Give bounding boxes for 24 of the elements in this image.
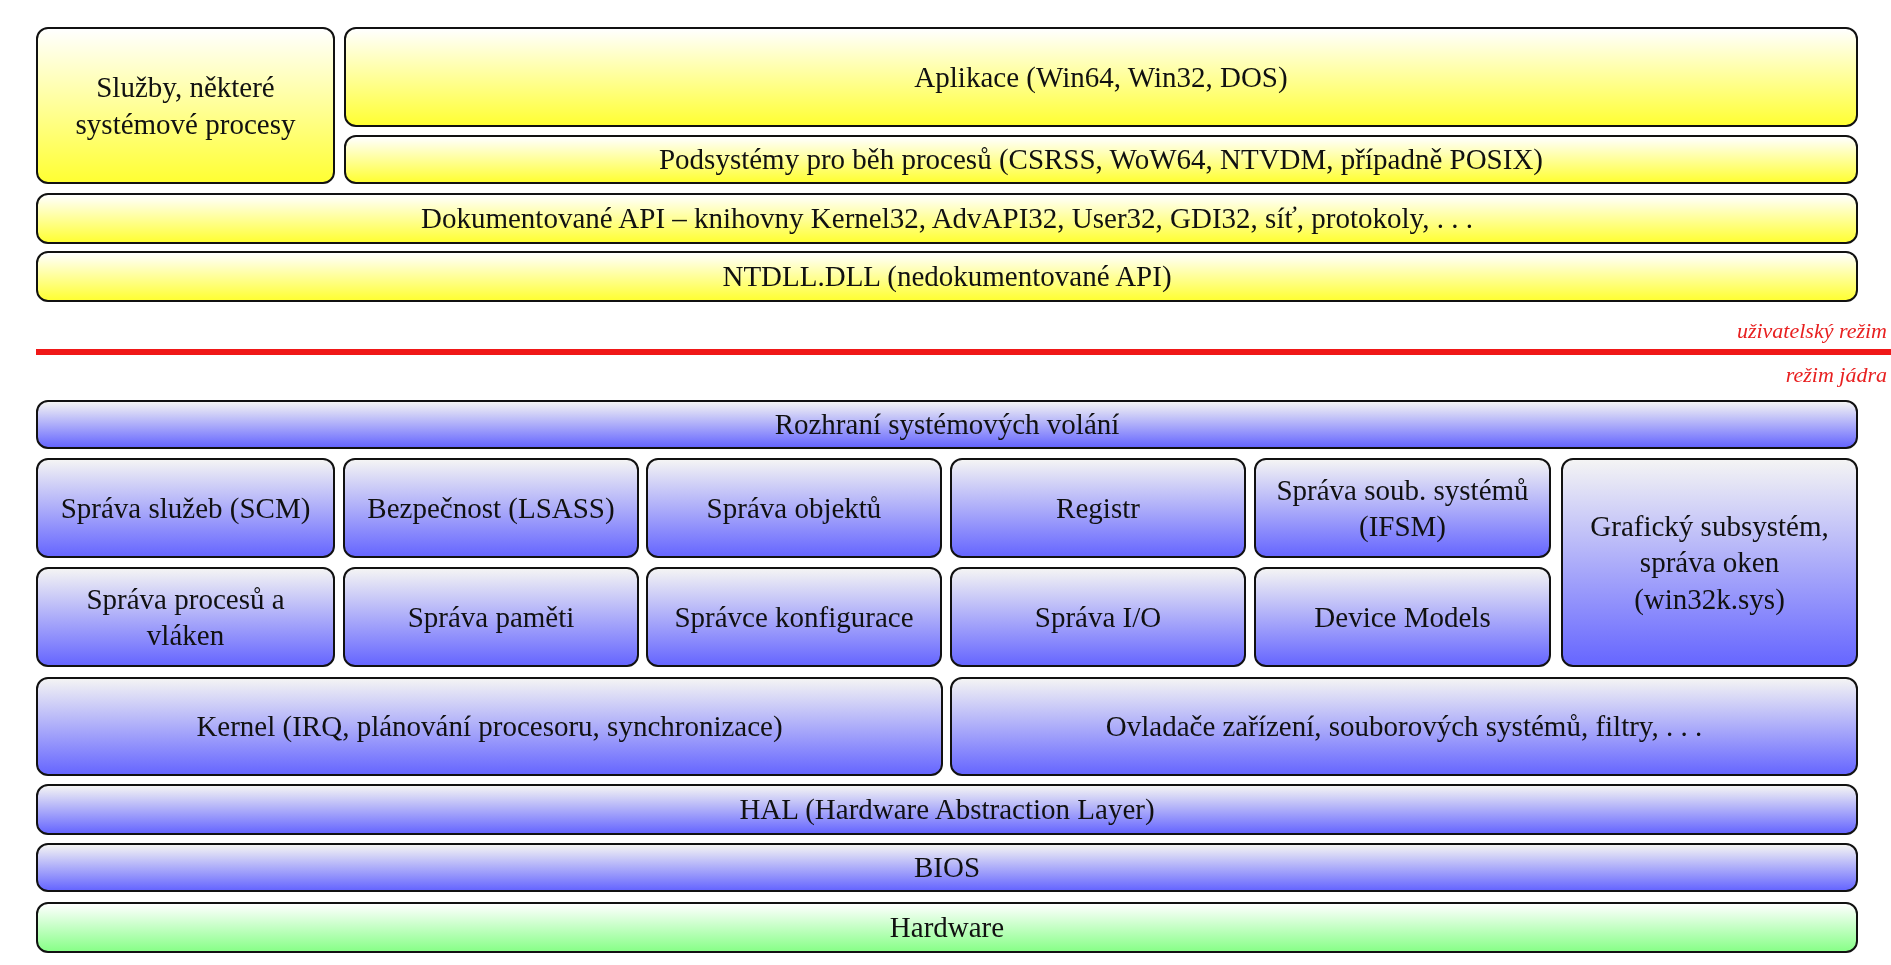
mode-label: uživatelský režim [1736,318,1887,344]
layer-box: Správa procesů a vláken [36,567,335,667]
mode-label: režim jádra [1785,362,1887,388]
layer-box: NTDLL.DLL (nedokumentované API) [36,251,1858,302]
layer-box: HAL (Hardware Abstraction Layer) [36,784,1858,835]
layer-box: Device Models [1254,567,1551,667]
layer-box: Ovladače zařízení, souborových systémů, filtry, . . . [950,677,1858,776]
layer-box: Grafický subsystém, správa oken (win32k.sys) [1561,458,1858,667]
layer-box: Registr [950,458,1246,558]
layer-box: Správa I/O [950,567,1246,667]
layer-box: Hardware [36,902,1858,953]
layer-box: Služby, některé systémové procesy [36,27,335,184]
layer-box: Bezpečnost (LSASS) [343,458,639,558]
layer-box: Podsystémy pro běh procesů (CSRSS, WoW64, NTVDM, případně POSIX) [344,135,1858,184]
layer-box: Rozhraní systémových volání [36,400,1858,449]
layer-box: Správa soub. systémů (IFSM) [1254,458,1551,558]
layer-box: Správa objektů [646,458,942,558]
layer-box: Správce konfigurace [646,567,942,667]
layer-box: Správa služeb (SCM) [36,458,335,558]
layer-box: BIOS [36,843,1858,892]
layer-box: Správa paměti [343,567,639,667]
layer-box: Dokumentované API – knihovny Kernel32, AdvAPI32, User32, GDI32, síť, protokoly, . . . [36,193,1858,244]
layer-box: Aplikace (Win64, Win32, DOS) [344,27,1858,127]
layer-box: Kernel (IRQ, plánování procesoru, synchronizace) [36,677,943,776]
